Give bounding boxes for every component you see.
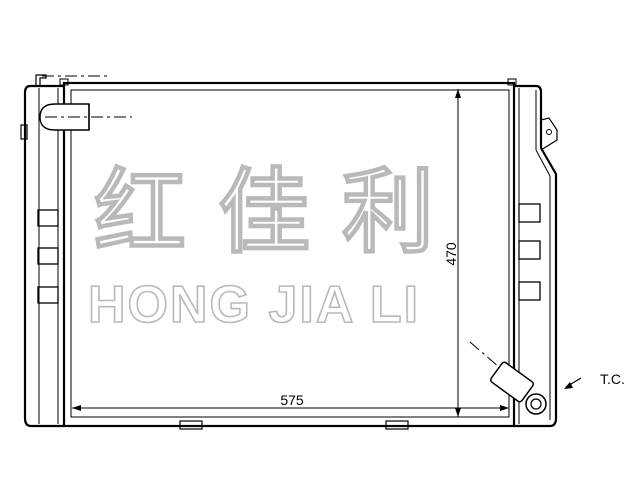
- width-dimension: 575: [72, 392, 509, 411]
- tc-callout: T.C.: [564, 371, 625, 389]
- tc-label: T.C.: [600, 371, 625, 387]
- watermark-chinese: 红 佳 利: [94, 159, 434, 266]
- inlet-pipe: [39, 75, 132, 131]
- width-dimension-label: 575: [280, 392, 304, 408]
- height-dimension-label: 470: [443, 242, 459, 266]
- outlet-pipe: [469, 341, 547, 415]
- right-tank: [514, 84, 558, 428]
- watermark-english: HONG JIA LI: [88, 276, 420, 334]
- radiator-core: [59, 78, 517, 430]
- height-dimension: 470: [443, 89, 461, 417]
- left-tank: [20, 74, 64, 428]
- watermark: 红 佳 利 HONG JIA LI: [87, 158, 435, 335]
